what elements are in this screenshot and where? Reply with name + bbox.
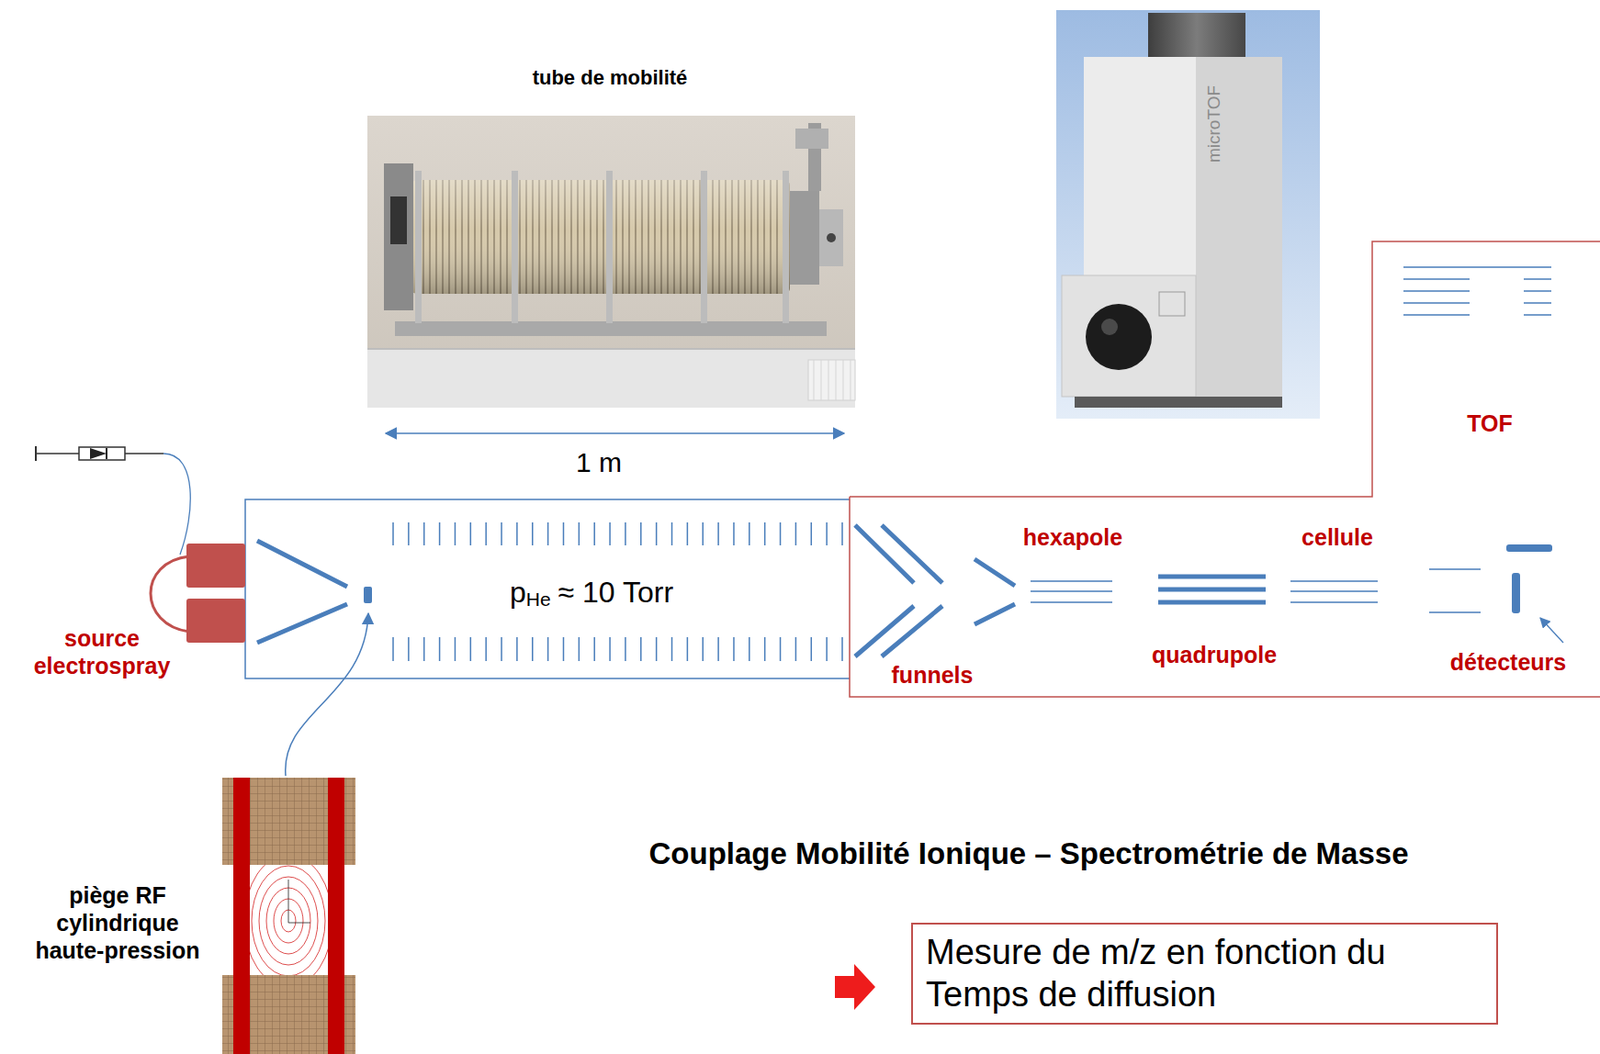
mass-spectrometer-photo <box>1056 10 1320 419</box>
photo-title: tube de mobilité <box>532 66 688 91</box>
part-label: TOF <box>1466 409 1513 438</box>
rf-trap-image <box>222 613 369 1054</box>
part-label: détecteurs <box>1450 648 1567 677</box>
part-label: cellule <box>1301 523 1374 552</box>
image-label: piège RF cylindrique haute-pression <box>26 881 209 965</box>
mobility-tube-schematic <box>245 499 850 679</box>
part-label: funnels <box>891 661 974 689</box>
dimension-arrow <box>385 432 845 435</box>
pointer-arrow <box>834 964 876 1011</box>
pressure-label: pHe ≈ 10 Torr <box>509 574 674 611</box>
device-label: microTOF <box>1204 85 1226 163</box>
part-label: quadrupole <box>1151 641 1277 669</box>
electrospray-source <box>35 446 246 643</box>
result-box: Mesure de m/z en fonction du Temps de di… <box>911 923 1499 1026</box>
pressure-subscript: He <box>526 588 552 610</box>
mass-spectrometer-schematic <box>849 241 1600 698</box>
pressure-symbol: p <box>509 575 527 609</box>
part-label: hexapole <box>1023 523 1123 552</box>
part-label: source electrospray <box>23 624 181 680</box>
tube-photo <box>367 115 856 408</box>
dimension-label: 1 m <box>575 446 622 480</box>
diagram-title: Couplage Mobilité Ionique – Spectrométri… <box>649 835 1409 873</box>
pressure-value: ≈ 10 Torr <box>558 575 674 609</box>
box-text: Mesure de m/z en fonction du Temps de di… <box>925 932 1441 1016</box>
